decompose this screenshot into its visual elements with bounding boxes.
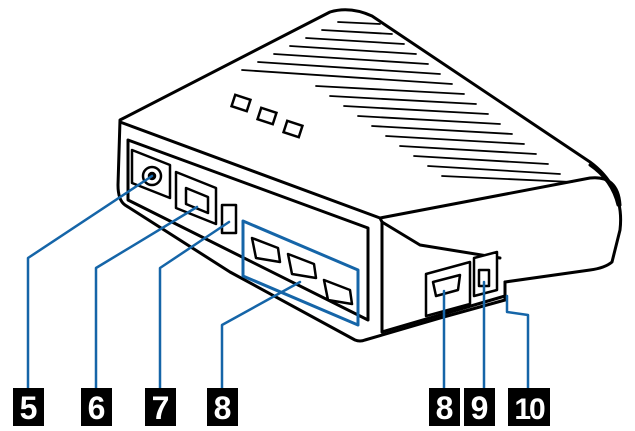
callout-8b-label: 8 [436,390,454,426]
callout-6-badge [81,388,112,426]
callout-5: 5 [13,388,44,426]
callout-9-label: 9 [471,390,489,426]
ventilation-slats [241,21,573,183]
leader-line-8a [220,280,302,390]
hdmi-port-1 [250,236,282,264]
callout-7-label: 7 [152,390,170,426]
leader-lines [26,174,530,390]
right-corner-curve [588,163,620,207]
small-switch [220,203,238,235]
callout-9-badge [464,388,495,426]
callout-6-label: 6 [88,390,106,426]
callout-10-label: 10 [514,393,545,426]
callout-7-badge [145,388,176,426]
callout-8b-badge [429,388,460,426]
callout-8a-label: 8 [214,390,232,426]
callout-5-label: 5 [20,390,38,426]
callout-8a: 8 [207,388,238,426]
callout-9: 9 [464,388,495,426]
callout-7: 7 [145,388,176,426]
indicator-lights [229,93,305,139]
hdmi-port-3 [322,278,354,306]
leader-line-6 [94,205,199,390]
right-side-top-line [380,220,502,260]
callout-10: 10 [508,388,550,426]
leader-line-10 [505,294,530,390]
indicator-light-3 [281,119,305,139]
callout-8b: 8 [429,388,460,426]
front-ports [130,148,360,327]
service-port [184,186,210,215]
side-hdmi-port [431,273,462,298]
callout-5-badge [13,388,44,426]
callout-labels: 5 6 7 8 8 9 10 [13,388,550,426]
callout-8a-badge [207,388,238,426]
top-face-right-edge [378,176,622,220]
indicator-light-1 [229,93,253,113]
hdmi-bank-frame [241,219,360,327]
leader-line-7 [158,220,231,390]
callout-6: 6 [81,388,112,426]
leader-line-5 [26,174,154,390]
side-ports [424,250,499,318]
front-panel [126,138,370,322]
indicator-light-2 [255,106,279,126]
hdmi-port-2 [286,252,318,280]
callout-10-badge [508,388,550,426]
